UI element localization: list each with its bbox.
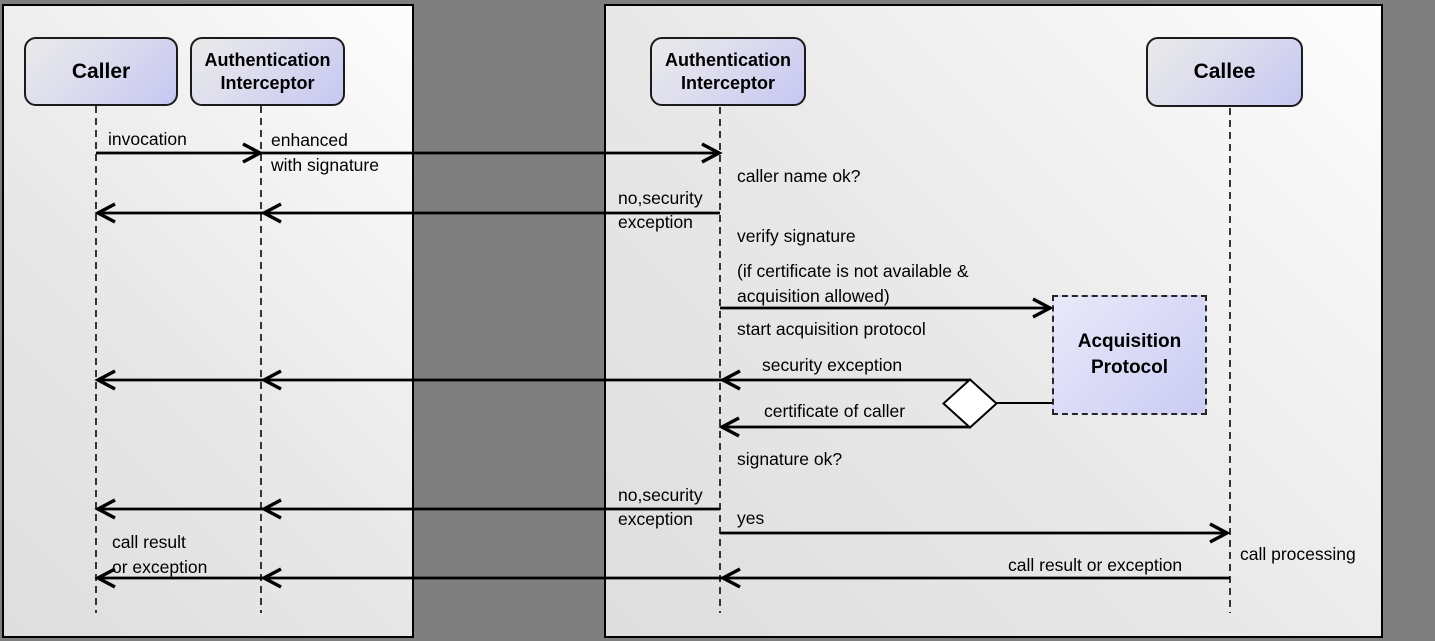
message-label-call-result-or-exception-right: call result or exception — [1008, 555, 1183, 575]
message-label-verify-signature: verify signature — [737, 226, 856, 246]
message-label-yes: yes — [737, 508, 765, 528]
arrowhead-left-icon — [260, 498, 282, 520]
actor-label: Caller — [71, 59, 131, 83]
arrowhead-right-icon — [1032, 297, 1054, 319]
left-panel — [2, 4, 414, 638]
actor-label: Authentication Interceptor — [204, 49, 331, 93]
message-label-invocation: invocation — [108, 129, 187, 149]
arrowhead-left-icon — [718, 416, 740, 438]
arrowhead-left-icon — [94, 567, 116, 589]
actor-label: Callee — [1193, 60, 1256, 83]
message-label-call-processing: call processing — [1240, 544, 1356, 564]
message-call-result-arrow — [94, 567, 1230, 589]
acquisition-protocol-box: Acquisition Protocol — [1052, 295, 1207, 415]
arrowhead-left-icon — [94, 369, 116, 391]
arrowhead-left-icon — [260, 369, 282, 391]
actor-label: Authentication Interceptor — [665, 49, 791, 93]
arrowhead-right-icon — [242, 142, 264, 164]
decision-diamond-icon — [942, 378, 998, 429]
message-security-exception-bottom-arrow — [94, 498, 720, 520]
arrowhead-left-icon — [719, 369, 741, 391]
arrowhead-right-icon — [701, 142, 723, 164]
message-label-caller-name-ok: caller name ok? — [737, 166, 861, 186]
arrowhead-left-icon — [719, 567, 741, 589]
message-label-start-acquisition-protocol: start acquisition protocol — [737, 319, 926, 339]
message-label-security-exception: security exception — [762, 355, 903, 375]
message-certificate-of-caller-arrow — [718, 416, 970, 438]
message-invocation-arrow — [96, 142, 723, 164]
message-yes-arrow — [720, 522, 1231, 544]
message-label-enhanced-with-signature: enhanced with signature — [271, 130, 379, 175]
message-label-call-result-or-exception-left: call result or exception — [112, 532, 208, 577]
actor-label: Acquisition Protocol — [1077, 331, 1182, 378]
message-label-certificate-of-caller: certificate of caller — [764, 401, 906, 421]
message-label-no-security-exception-bottom: no,security exception — [618, 485, 703, 529]
actor-box-caller: Caller — [24, 37, 178, 106]
message-start-acquisition-arrow — [720, 297, 1054, 319]
actor-box-callee: Callee — [1146, 37, 1303, 107]
message-label-signature-ok: signature ok? — [737, 449, 843, 469]
message-label-certificate-condition: (if certificate is not available & acqui… — [737, 261, 969, 306]
arrowhead-left-icon — [94, 498, 116, 520]
actor-box-authentication-interceptor-right: Authentication Interceptor — [650, 37, 806, 106]
actor-box-authentication-interceptor-left: Authentication Interceptor — [190, 37, 345, 106]
arrowhead-right-icon — [1209, 522, 1231, 544]
arrowhead-left-icon — [260, 567, 282, 589]
arrowhead-left-icon — [94, 202, 116, 224]
message-security-exception-mid-arrow — [94, 369, 970, 391]
arrowhead-left-icon — [260, 202, 282, 224]
message-security-exception-top-arrow — [94, 202, 720, 224]
message-label-no-security-exception-top: no,security exception — [618, 188, 703, 232]
